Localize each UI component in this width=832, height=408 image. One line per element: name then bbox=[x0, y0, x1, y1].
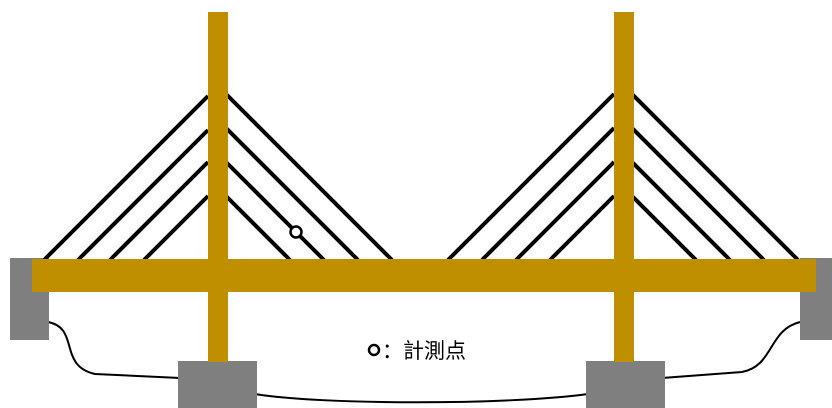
stay-cables bbox=[42, 92, 800, 262]
cable bbox=[224, 92, 394, 262]
cable bbox=[76, 128, 210, 262]
cable bbox=[630, 126, 766, 262]
legend-label: ：計測点 bbox=[382, 339, 466, 363]
measurement-point-marker bbox=[289, 225, 303, 239]
cable bbox=[514, 160, 616, 262]
pier-foundation-right bbox=[586, 361, 665, 408]
tower-left bbox=[208, 12, 228, 362]
cable bbox=[548, 194, 616, 262]
cable bbox=[224, 126, 360, 262]
tower-right bbox=[614, 12, 634, 362]
cable bbox=[224, 160, 326, 262]
cable bbox=[142, 194, 210, 262]
cable bbox=[630, 92, 800, 262]
legend-marker-icon bbox=[367, 343, 381, 357]
cable bbox=[224, 194, 292, 262]
legend: ：計測点 bbox=[367, 339, 466, 363]
ground-line bbox=[47, 321, 801, 404]
pier-foundation-left bbox=[178, 361, 257, 408]
cable bbox=[630, 194, 698, 262]
bridge-deck bbox=[32, 259, 816, 292]
cable bbox=[480, 126, 616, 262]
cable bbox=[42, 94, 210, 262]
cable bbox=[446, 92, 616, 262]
cable bbox=[630, 160, 732, 262]
cable bbox=[108, 160, 210, 262]
